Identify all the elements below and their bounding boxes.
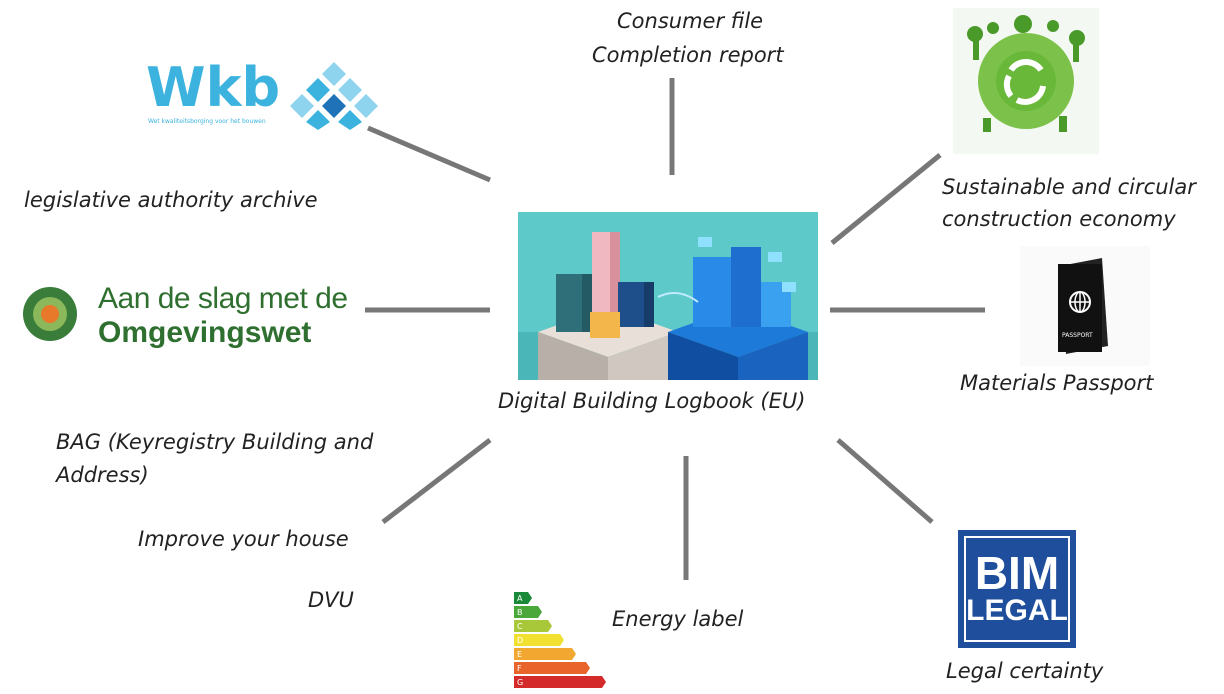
label-dvu: DVU <box>308 588 354 612</box>
omgevingswet-circle-icon <box>23 287 77 341</box>
connector-bag <box>381 438 492 524</box>
wkb-tagline: Wet kwaliteitsborging voor het bouwen <box>148 118 266 125</box>
omgevingswet-line1: Aan de slag met de <box>98 282 348 315</box>
label-completion-report: Completion report <box>592 43 784 67</box>
label-sustainable-1: Sustainable and circular <box>942 175 1196 199</box>
label-legal-certainty: Legal certainty <box>946 659 1104 683</box>
label-legislative: legislative authority archive <box>24 188 318 212</box>
svg-text:A: A <box>517 594 523 603</box>
wkb-diamond-icon <box>290 62 378 130</box>
connector-bim <box>836 438 934 524</box>
label-materials-passport: Materials Passport <box>960 371 1154 395</box>
omgevingswet-logo: Aan de slag met de Omgevingswet <box>4 262 364 366</box>
omgevingswet-line2: Omgevingswet <box>98 316 312 349</box>
bim-legal-line2: LEGAL <box>966 594 1068 627</box>
wkb-logo-text: Wkb <box>146 56 281 119</box>
label-sustainable-2: construction economy <box>942 207 1176 231</box>
svg-text:B: B <box>517 608 523 617</box>
label-energy: Energy label <box>612 607 744 631</box>
connector-wkb <box>367 125 491 183</box>
label-bag-1: BAG (Keyregistry Building and <box>56 430 374 454</box>
svg-text:G: G <box>517 678 523 687</box>
bim-legal-logo: BIM LEGAL <box>958 530 1076 648</box>
wkb-logo: Wkb Wet kwaliteitsborging voor het bouwe… <box>138 56 383 134</box>
center-building-image <box>518 212 818 380</box>
svg-text:E: E <box>517 650 522 659</box>
label-improve-house: Improve your house <box>138 527 349 551</box>
svg-text:F: F <box>517 664 522 673</box>
connector-sustainable <box>830 153 942 245</box>
passport-image: PASSPORT <box>1020 246 1150 366</box>
svg-text:C: C <box>517 622 523 631</box>
label-consumer-file: Consumer file <box>617 9 764 33</box>
label-bag-2: Address) <box>56 463 149 487</box>
sustainable-logo <box>953 8 1099 154</box>
svg-text:D: D <box>517 636 523 645</box>
passport-text: PASSPORT <box>1062 332 1093 339</box>
bim-legal-line1: BIM <box>974 547 1060 599</box>
center-caption: Digital Building Logbook (EU) <box>498 389 806 413</box>
